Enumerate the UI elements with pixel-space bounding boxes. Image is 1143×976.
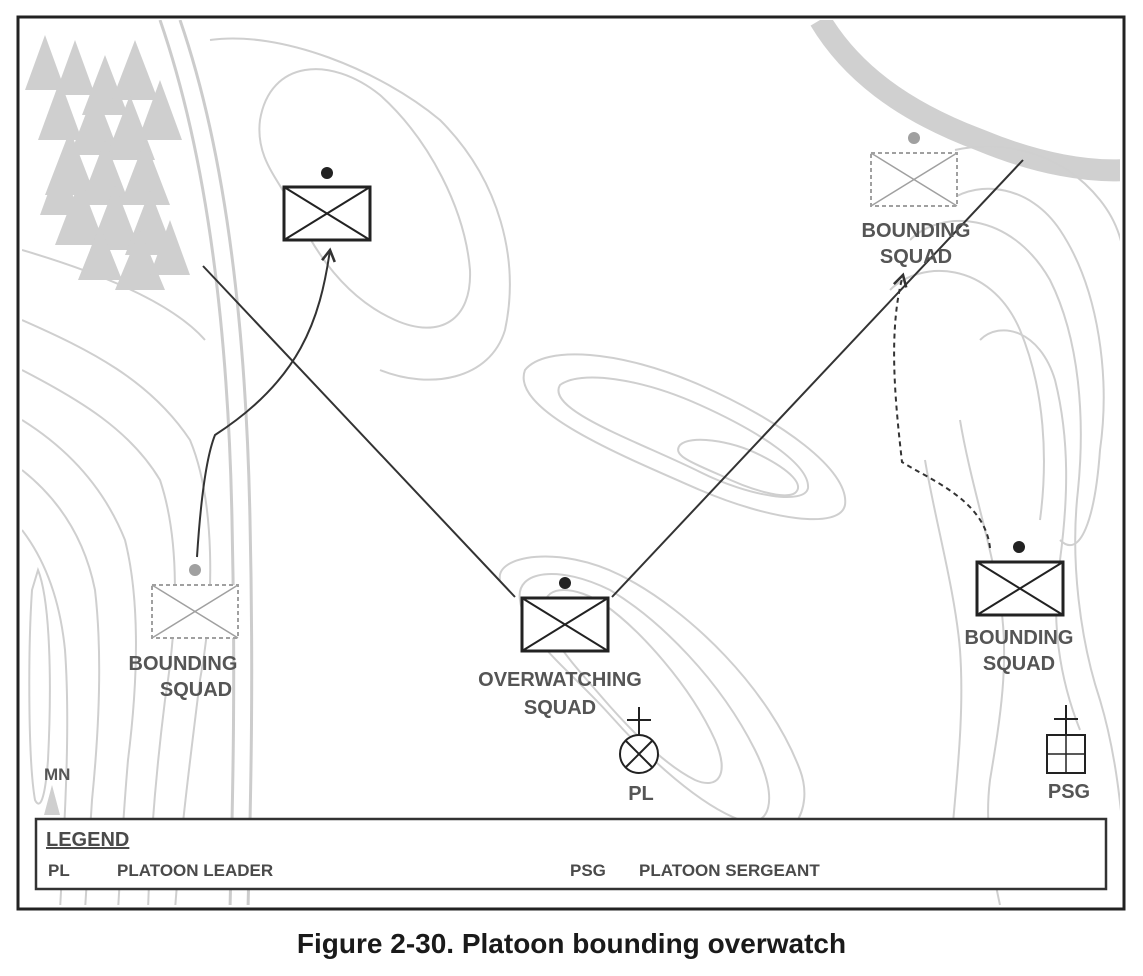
legend-abbr-pl: PL xyxy=(48,861,70,880)
forest xyxy=(25,35,190,290)
bound-path-left xyxy=(196,247,336,558)
legend-title: LEGEND xyxy=(46,829,129,851)
platoon-sergeant-icon xyxy=(1046,705,1086,774)
figure-caption: Figure 2-30. Platoon bounding overwatch xyxy=(296,928,847,959)
north-marker-label: MN xyxy=(44,765,70,784)
unit-label-left-line2: SQUAD xyxy=(160,679,232,701)
legend-abbr-psg: PSG xyxy=(570,861,606,880)
road-edge-right xyxy=(178,20,254,905)
unit-label-overwatch-line1: OVERWATCHING xyxy=(478,669,642,691)
pl-label: PL xyxy=(628,783,654,805)
squad-symbol-top-left xyxy=(282,167,372,242)
sector-line-left xyxy=(202,265,516,598)
unit-label-right-line1: BOUNDING xyxy=(965,627,1074,649)
river xyxy=(810,20,1120,182)
sector-line-right xyxy=(611,159,1024,598)
unit-label-top-right-line1: BOUNDING xyxy=(862,220,971,242)
unit-label-right-line2: SQUAD xyxy=(983,653,1055,675)
map-figure: MN BOUNDING SQUAD BOUNDING SQUAD OVE xyxy=(16,15,1126,911)
legend-meaning-psg: PLATOON SERGEANT xyxy=(639,861,820,880)
road-edge-left xyxy=(158,20,236,905)
squad-symbol-right xyxy=(975,541,1065,617)
psg-label: PSG xyxy=(1048,781,1090,803)
unit-label-left-line1: BOUNDING xyxy=(129,653,238,675)
bound-path-right xyxy=(892,272,991,549)
squad-symbol-top-right-ghost xyxy=(870,132,958,207)
legend: LEGEND PL PLATOON LEADER PSG PLATOON SER… xyxy=(34,817,1108,891)
platoon-leader-icon xyxy=(619,707,659,774)
squad-symbol-left-ghost xyxy=(151,564,239,639)
squad-symbol-overwatch xyxy=(520,577,610,653)
unit-label-overwatch-line2: SQUAD xyxy=(524,697,596,719)
north-arrow-icon xyxy=(44,785,60,815)
unit-label-top-right-line2: SQUAD xyxy=(880,246,952,268)
legend-meaning-pl: PLATOON LEADER xyxy=(117,861,273,880)
